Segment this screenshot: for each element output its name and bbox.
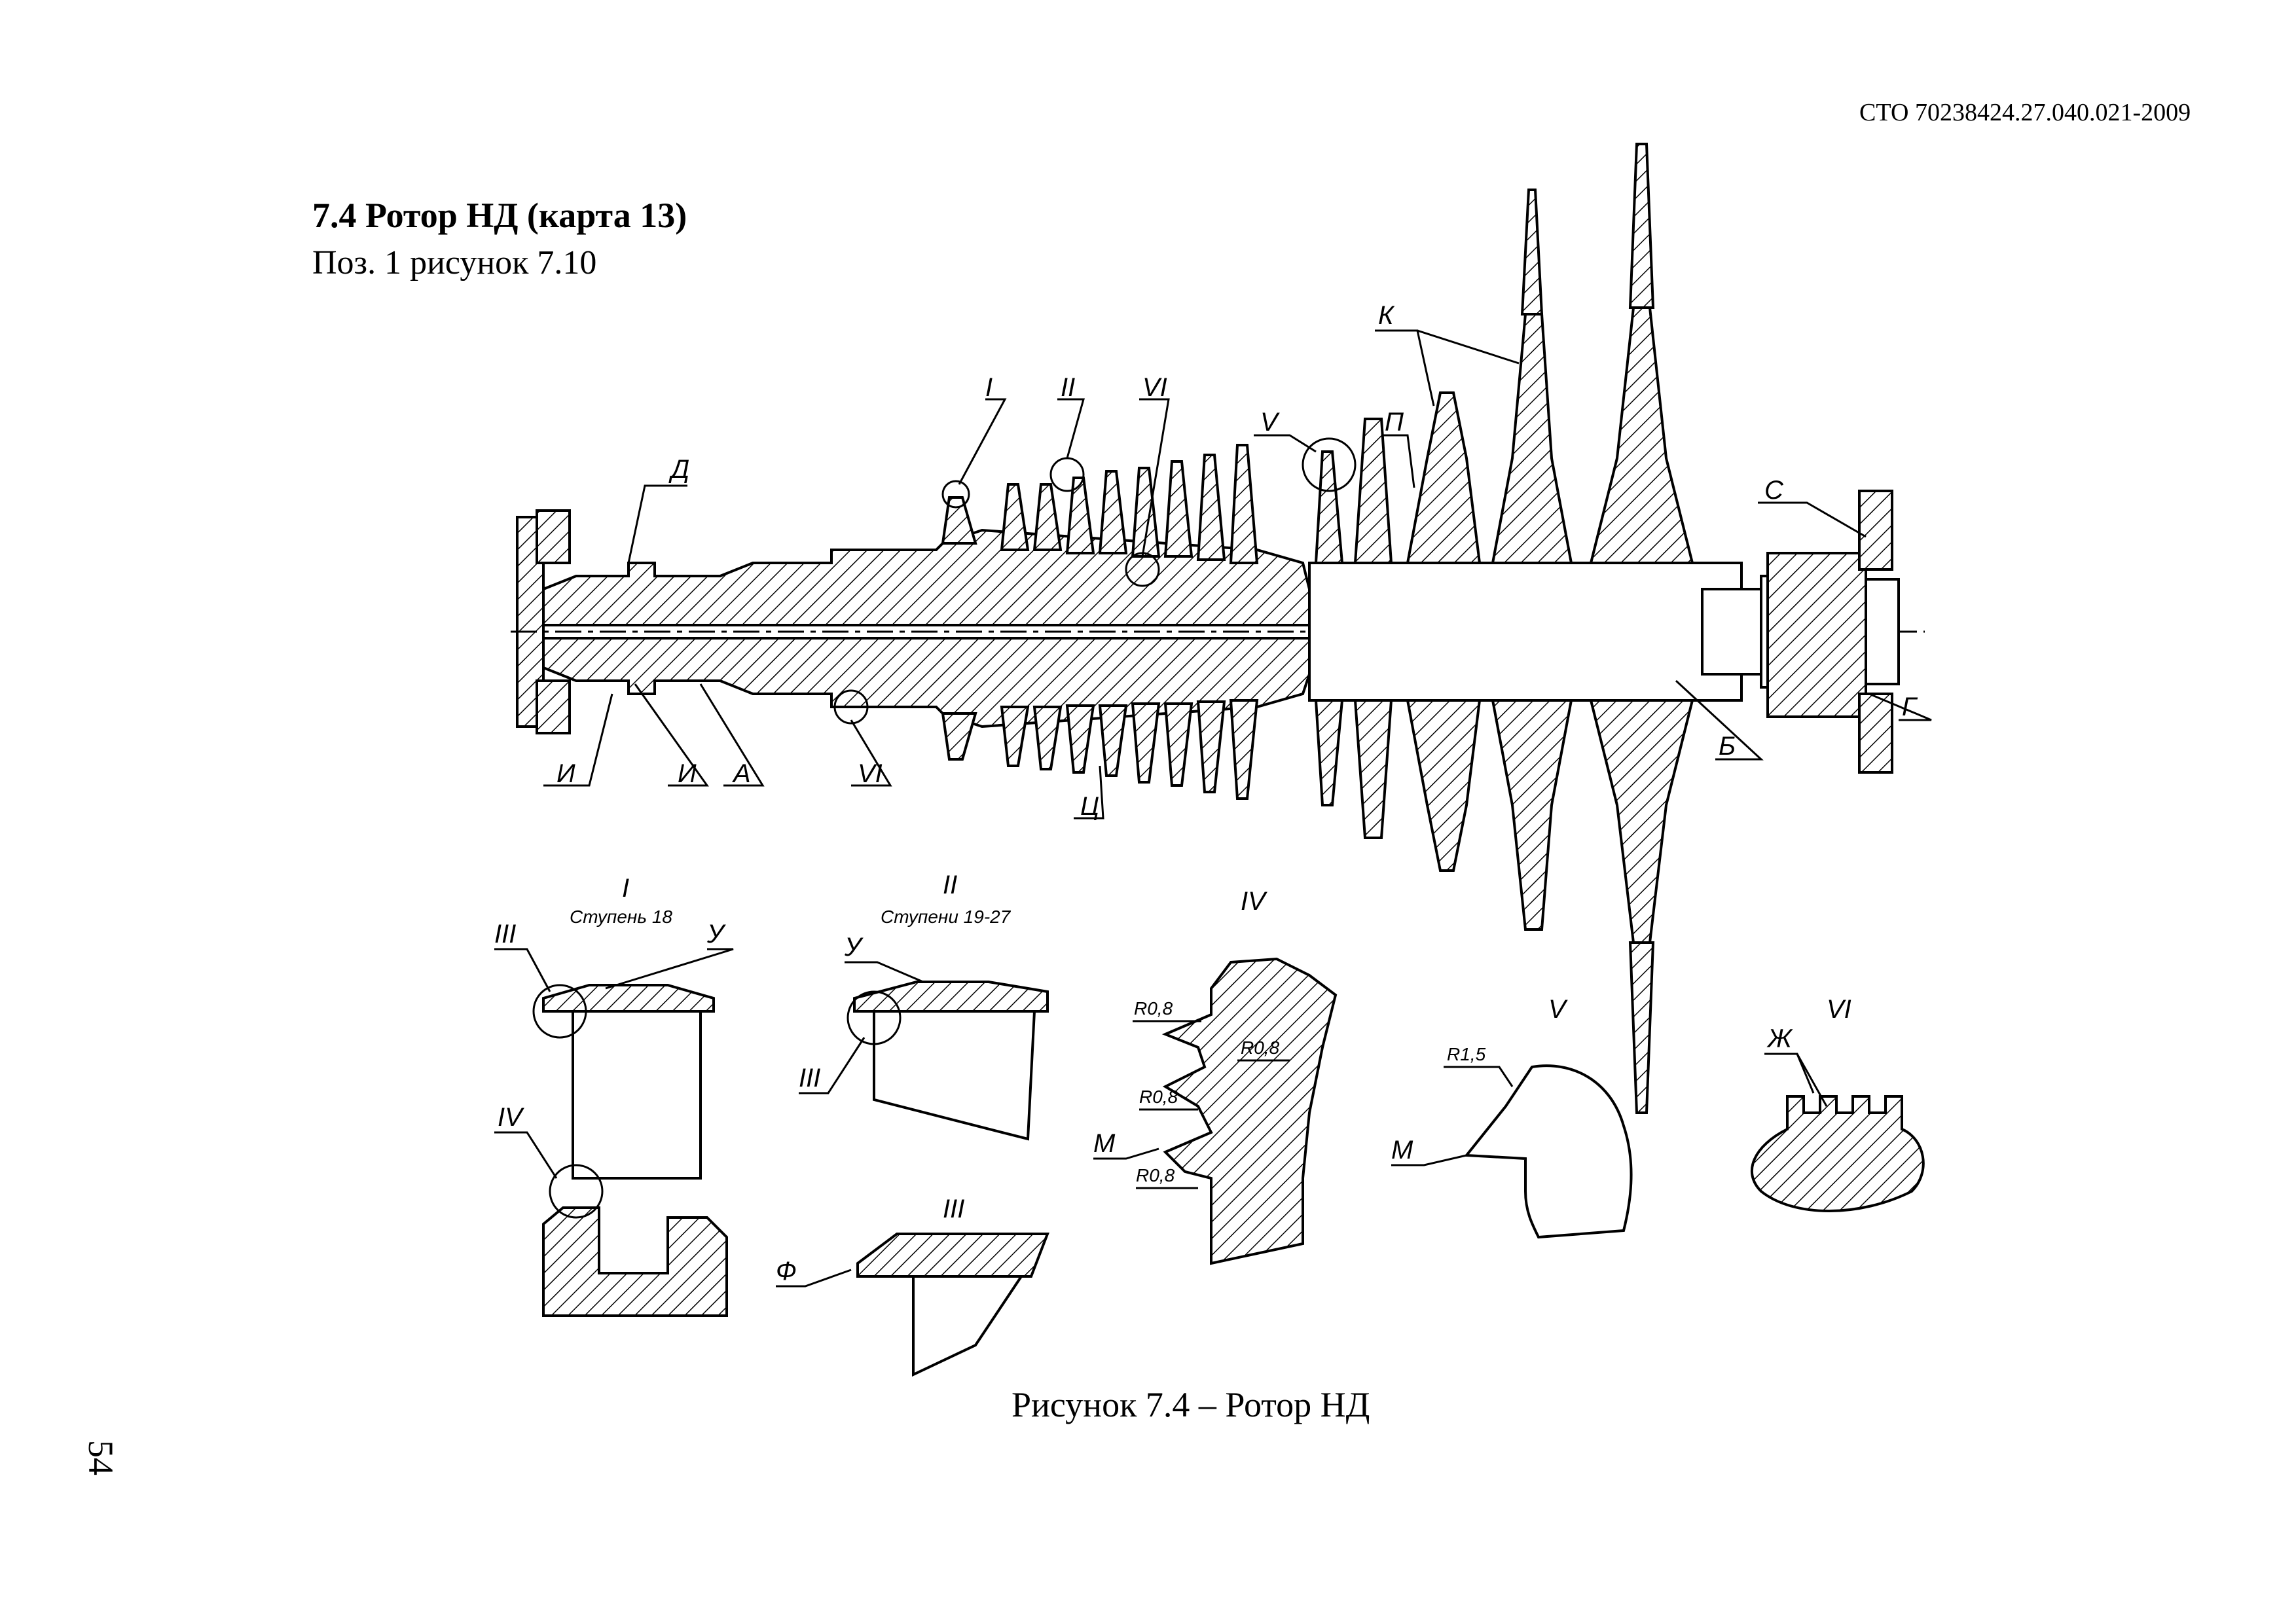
label-ts: Ц — [1080, 792, 1099, 821]
detail-vi-marker-bottom — [833, 689, 869, 725]
page-number: 54 — [81, 1440, 120, 1475]
detail-iv-title: IV — [1241, 887, 1267, 916]
detail-iii: III Ф — [776, 1195, 1049, 1377]
detail-iv: IV R0,8 R0,8 R0,8 R0,8 М — [1093, 887, 1338, 1265]
detail-i-subtitle: Ступень 18 — [570, 907, 672, 927]
detail-vi-label-zh: Ж — [1766, 1024, 1793, 1053]
figure-caption: Рисунок 7.4 – Ротор НД — [1011, 1385, 1370, 1424]
detail-ii-marker — [1049, 457, 1085, 492]
detail-i-label-u: У — [706, 920, 726, 948]
detail-v-r: R1,5 — [1447, 1044, 1486, 1064]
detail-vi-title: VI — [1827, 995, 1851, 1024]
detail-iv-r1: R0,8 — [1134, 998, 1173, 1019]
detail-i: I Ступень 18 III У IV — [494, 874, 734, 1317]
detail-ii-label-u: У — [844, 933, 864, 962]
detail-iv-label-m: М — [1093, 1129, 1116, 1158]
label-s: С — [1764, 476, 1784, 505]
label-vi-top: VI — [1142, 373, 1167, 402]
label-g: Г — [1902, 693, 1918, 721]
label-d: Д — [668, 455, 689, 484]
detail-v: V R1,5 М — [1391, 995, 1633, 1239]
detail-ii-title: II — [943, 871, 957, 899]
detail-i-title: I — [622, 874, 629, 903]
document-code: СТО 70238424.27.040.021-2009 — [1859, 99, 2191, 126]
label-i: I — [985, 373, 993, 402]
section-title: 7.4 Ротор НД (карта 13) — [312, 196, 687, 235]
detail-vi: VI Ж — [1750, 995, 1925, 1212]
leader-lines — [543, 329, 1932, 820]
label-p: П — [1385, 408, 1404, 437]
label-vi-bottom: VI — [858, 759, 883, 788]
label-k: К — [1378, 301, 1395, 330]
detail-ii-subtitle: Ступени 19-27 — [881, 907, 1011, 927]
label-a: А — [732, 759, 751, 788]
detail-v-label-m: М — [1391, 1136, 1413, 1164]
blade-row-lower — [941, 699, 1259, 800]
label-i2: И — [678, 759, 697, 788]
detail-iii-title: III — [943, 1195, 964, 1223]
detail-iv-r3: R0,8 — [1139, 1087, 1178, 1107]
detail-ii: II Ступени 19-27 У III — [799, 871, 1049, 1141]
detail-iv-r2: R0,8 — [1241, 1038, 1280, 1058]
detail-iii-label-f: Ф — [776, 1257, 797, 1286]
label-ii: II — [1061, 373, 1075, 402]
label-i1: И — [556, 759, 575, 788]
detail-v-title: V — [1548, 995, 1568, 1024]
detail-v-marker — [1302, 437, 1357, 492]
label-v: V — [1260, 408, 1280, 437]
turbine-discs — [1308, 143, 1743, 1114]
label-b: Б — [1719, 732, 1736, 761]
section-subtitle: Поз. 1 рисунок 7.10 — [312, 244, 597, 281]
detail-i-marker — [941, 480, 970, 509]
rotor-shaft-upper — [542, 528, 1311, 626]
detail-iv-r4: R0,8 — [1136, 1165, 1175, 1185]
detail-ii-label-iii: III — [799, 1064, 820, 1092]
rotor-main-view — [511, 143, 1925, 1114]
detail-i-label-iii: III — [494, 920, 516, 948]
rotor-shaft-lower — [542, 637, 1311, 729]
detail-i-label-iv: IV — [498, 1103, 524, 1132]
right-coupling — [1766, 552, 1867, 718]
